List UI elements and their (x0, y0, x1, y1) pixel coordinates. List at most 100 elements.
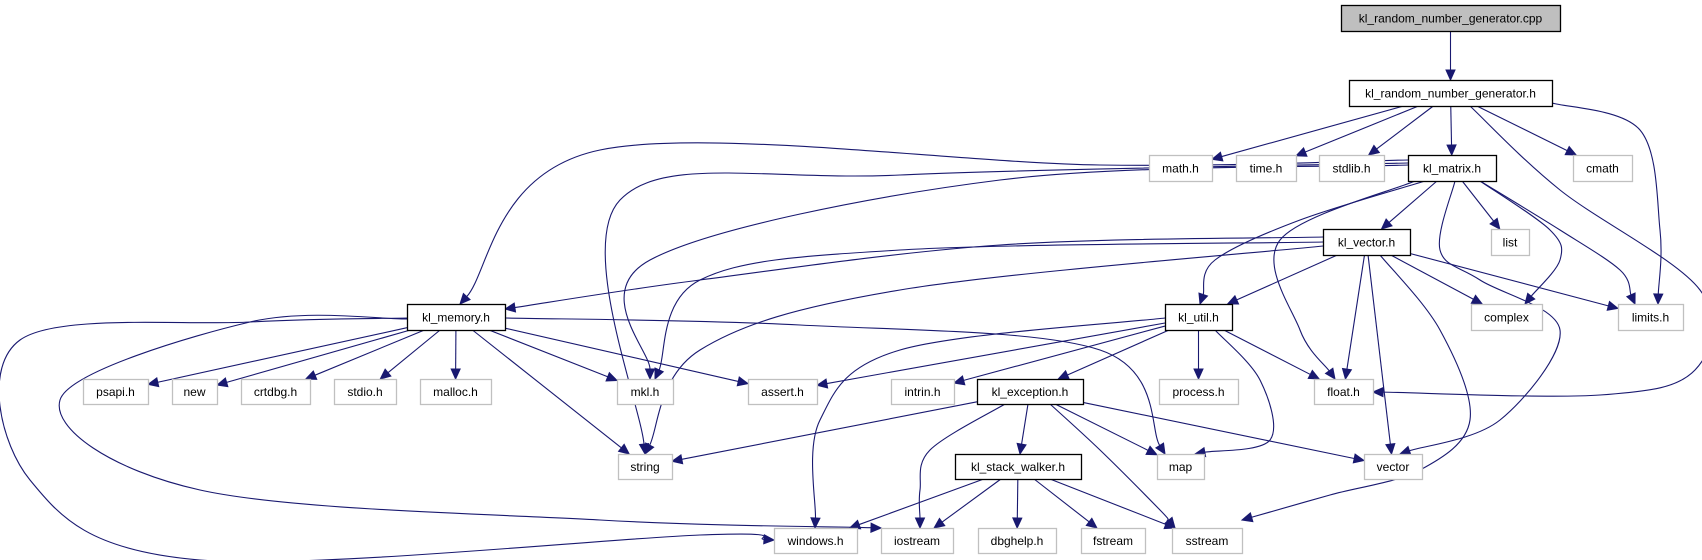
node-box-dbghelp (977, 527, 1058, 555)
node-exception[interactable]: kl_exception.h (976, 378, 1085, 406)
node-label-rng: kl_random_number_generator.h (1365, 87, 1536, 101)
arrowhead-rng-to-limits (1653, 293, 1664, 306)
node-label-memory: kl_memory.h (422, 311, 490, 325)
node-process: process.h (1158, 378, 1240, 406)
node-box-vectorh[interactable] (1322, 228, 1412, 257)
node-limits: limits.h (1617, 303, 1685, 332)
node-label-vectorh: kl_vector.h (1338, 236, 1395, 250)
node-label-malloc: malloc.h (433, 385, 478, 399)
arrowhead-cpp-to-rng (1445, 69, 1456, 82)
arrowhead-exception-to-string (670, 454, 684, 465)
node-cpp[interactable]: kl_random_number_generator.cpp (1340, 4, 1562, 33)
node-float: float.h (1313, 378, 1375, 406)
node-rng[interactable]: kl_random_number_generator.h (1348, 79, 1554, 108)
arrowhead-matrix-to-util (1198, 292, 1209, 306)
node-memory[interactable]: kl_memory.h (406, 303, 507, 332)
node-box-memory[interactable] (406, 303, 507, 332)
node-box-util[interactable] (1164, 303, 1234, 332)
node-iostream: iostream (880, 527, 955, 555)
arrowhead-matrix-to-vectorh (1380, 218, 1393, 230)
node-label-list: list (1503, 236, 1518, 250)
edge-rng-to-limits (1551, 102, 1662, 295)
edge-vectorh-to-string (649, 245, 1324, 446)
edge-matrix-to-vectorh (1388, 180, 1438, 223)
nodes-layer: kl_random_number_generator.cpp kl_random_… (82, 4, 1685, 555)
node-label-crtdbg: crtdbg.h (254, 385, 297, 399)
node-box-exception[interactable] (976, 378, 1085, 406)
edge-vectorh-to-memory (514, 236, 1324, 309)
node-box-iostream (880, 527, 955, 555)
arrowhead-memory-to-new (215, 377, 229, 388)
edge-matrix-to-float (1273, 180, 1416, 372)
edge-matrix-to-complex (1479, 180, 1563, 297)
edge-rng-to-float (1382, 105, 1702, 397)
node-box-time (1235, 154, 1298, 183)
edge-exception-to-map (1054, 403, 1149, 451)
edge-matrix-to-util (1202, 180, 1426, 295)
edge-rng-to-cmath (1476, 105, 1568, 152)
edge-stackwalker-to-sstream (1049, 478, 1166, 525)
edge-stackwalker-to-fstream (1033, 478, 1090, 523)
edge-memory-to-new (226, 329, 411, 383)
arrowhead-rng-to-matrix (1446, 144, 1457, 157)
node-sstream: sstream (1171, 527, 1244, 555)
node-box-process (1158, 378, 1240, 406)
node-dbghelp: dbghelp.h (977, 527, 1058, 555)
node-intrin: intrin.h (890, 378, 956, 406)
edge-stackwalker-to-windows (858, 478, 984, 526)
node-label-matrix: kl_matrix.h (1423, 162, 1481, 176)
node-label-stdlib: stdlib.h (1332, 162, 1370, 176)
node-stackwalker[interactable]: kl_stack_walker.h (954, 453, 1083, 481)
node-label-windows: windows.h (786, 534, 843, 548)
arrowhead-util-to-float (1307, 369, 1321, 380)
edge-memory-to-iostream (58, 314, 872, 529)
node-label-intrin: intrin.h (904, 385, 940, 399)
edge-memory-to-map (504, 317, 1161, 446)
arrowhead-vectorh-to-sstream (1240, 512, 1254, 523)
arrowhead-rng-to-math (1210, 151, 1224, 162)
arrowhead-memory-to-crtdbg (304, 370, 318, 380)
edge-memory-to-assert (504, 327, 739, 382)
arrowhead-matrix-to-complex (1524, 292, 1536, 305)
node-vectorh[interactable]: kl_vector.h (1322, 228, 1412, 257)
node-windows: windows.h (773, 527, 859, 555)
node-map: map (1156, 453, 1206, 481)
node-util[interactable]: kl_util.h (1164, 303, 1234, 332)
node-box-malloc (419, 378, 493, 406)
node-assert: assert.h (747, 378, 819, 406)
arrowhead-exception-to-vector (1352, 453, 1366, 464)
edge-matrix-to-mkl (623, 164, 1409, 370)
arrowhead-stackwalker-to-windows (848, 519, 862, 530)
node-box-list (1490, 228, 1531, 257)
node-box-map (1156, 453, 1206, 481)
node-malloc: malloc.h (419, 378, 493, 406)
edge-vectorh-to-sstream (1251, 254, 1471, 518)
node-box-rng[interactable] (1348, 79, 1554, 108)
edge-rng-to-math (1221, 105, 1404, 158)
node-box-mkl (616, 378, 675, 406)
node-box-matrix[interactable] (1407, 154, 1498, 183)
arrowhead-memory-to-psapi (146, 376, 160, 388)
edge-exception-to-stackwalker (1021, 403, 1029, 445)
edge-vectorh-to-mkl (658, 241, 1324, 371)
node-label-dbghelp: dbghelp.h (991, 534, 1044, 548)
arrowhead-util-to-process (1193, 368, 1204, 381)
node-list: list (1490, 228, 1531, 257)
edge-vectorh-to-limits (1409, 252, 1609, 307)
node-label-map: map (1169, 460, 1193, 474)
node-box-cpp[interactable] (1340, 4, 1562, 33)
node-label-vector: vector (1377, 460, 1410, 474)
node-label-exception: kl_exception.h (992, 385, 1069, 399)
node-box-stackwalker[interactable] (954, 453, 1083, 481)
arrowhead-util-to-intrin (952, 375, 966, 386)
arrowhead-vectorh-to-float (1341, 367, 1353, 381)
node-matrix[interactable]: kl_matrix.h (1407, 154, 1498, 183)
arrowhead-rng-to-float (1371, 386, 1384, 398)
edge-matrix-to-vector (1409, 180, 1561, 452)
node-label-fstream: fstream (1093, 534, 1133, 548)
arrowhead-util-to-exception (1057, 369, 1071, 380)
arrowhead-stackwalker-to-dbghelp (1012, 517, 1023, 530)
edge-exception-to-iostream (918, 403, 1006, 519)
node-box-stdlib (1318, 154, 1386, 183)
